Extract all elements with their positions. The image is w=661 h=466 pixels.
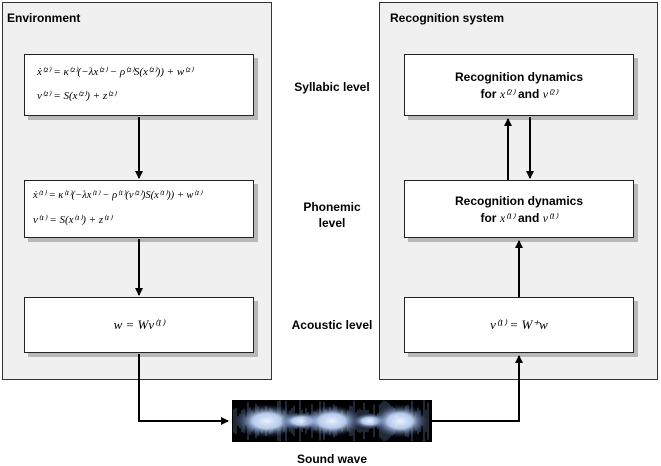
label-acoustic-level: Acoustic level: [291, 318, 373, 332]
env-acoustic-box: w = Wv⁽¹⁾: [24, 297, 254, 353]
env-syllabic-eq1: ẋ⁽²⁾ = κ⁽²⁾(−λx⁽²⁾ − ρ⁽²⁾S(x⁽²⁾)) + w⁽²⁾: [37, 66, 193, 78]
env-acoustic-eq: w = Wv⁽¹⁾: [113, 317, 165, 332]
sound-wave-label: Sound wave: [296, 452, 367, 466]
rec-phonemic-box: Recognition dynamics for x⁽¹⁾ and v⁽¹⁾: [404, 180, 634, 238]
arrow-env-to-sound-wave: [138, 354, 229, 425]
arrow-sound-wave-to-rec: [432, 355, 523, 422]
rec-syllabic-title: Recognition dynamics: [454, 70, 584, 84]
rec-syllabic-box: Recognition dynamics for x⁽²⁾ and v⁽²⁾: [404, 54, 634, 116]
rec-acoustic-box: v⁽¹⁾ = W⁺w: [404, 297, 634, 353]
env-phonemic-box: ẋ⁽¹⁾ = κ⁽¹⁾(−λx⁽¹⁾ − ρ⁽¹⁾(v⁽²⁾)S(x⁽¹⁾)) …: [24, 180, 254, 238]
env-phonemic-eq2: v⁽¹⁾ = S(x⁽¹⁾) + z⁽¹⁾: [33, 214, 112, 226]
env-syllabic-eq2: v⁽²⁾ = S(x⁽²⁾) + z⁽²⁾: [37, 90, 116, 102]
rec-phonemic-subtitle: for x⁽¹⁾ and v⁽¹⁾: [480, 211, 558, 225]
label-phonemic-line1: Phonemic: [303, 200, 361, 214]
label-syllabic-level: Syllabic level: [294, 80, 370, 94]
label-phonemic-level: Phonemic level: [282, 200, 382, 230]
env-syllabic-box: ẋ⁽²⁾ = κ⁽²⁾(−λx⁽²⁾ − ρ⁽²⁾S(x⁽²⁾)) + w⁽²⁾…: [24, 54, 254, 116]
rec-syllabic-subtitle: for x⁽²⁾ and v⁽²⁾: [480, 87, 558, 101]
env-phonemic-eq1: ẋ⁽¹⁾ = κ⁽¹⁾(−λx⁽¹⁾ − ρ⁽¹⁾(v⁽²⁾)S(x⁽¹⁾)) …: [33, 190, 202, 201]
recognition-title: Recognition system: [390, 11, 505, 25]
environment-title: Environment: [7, 11, 81, 25]
label-phonemic-line2: level: [318, 216, 346, 230]
sound-wave-image: [232, 400, 432, 442]
rec-phonemic-title: Recognition dynamics: [454, 194, 584, 208]
rec-acoustic-eq: v⁽¹⁾ = W⁺w: [490, 317, 548, 332]
